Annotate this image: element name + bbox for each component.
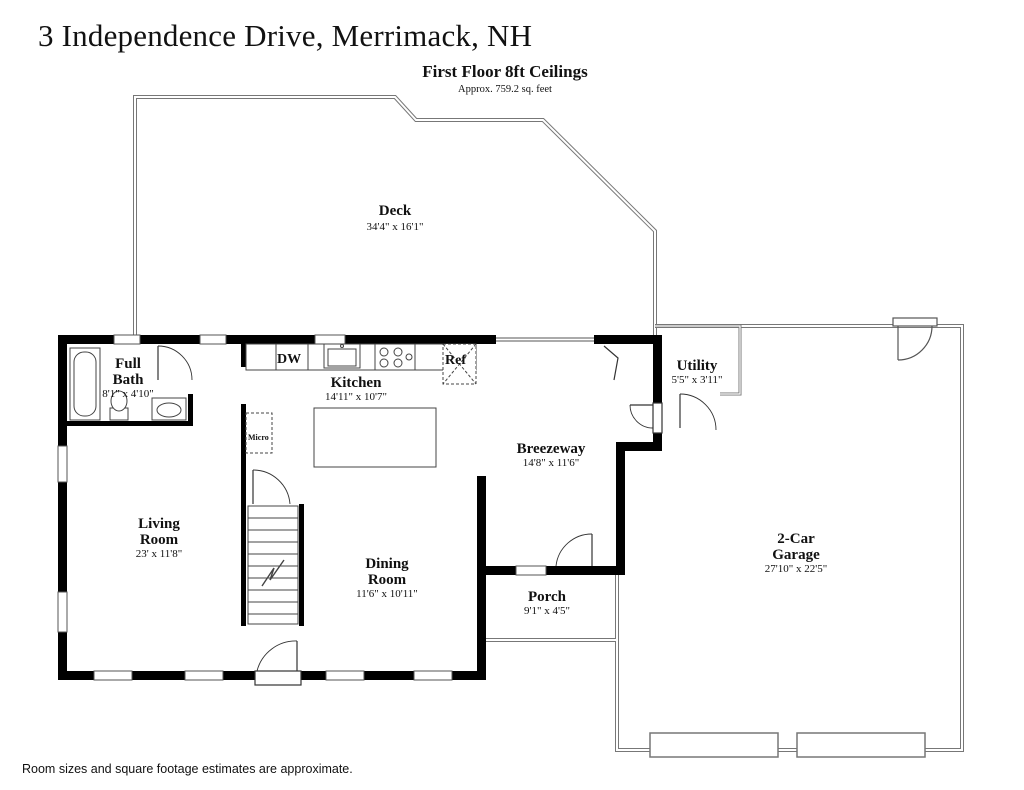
refrigerator-label: Ref [445,353,466,368]
bath-name-line1: Full [115,356,141,372]
kitchen-name: Kitchen [331,375,382,391]
page-title: 3 Independence Drive, Merrimack, NH [38,18,533,53]
garage-name-line1: 2-Car [777,531,815,547]
garage-name-line2: Garage [772,547,820,563]
garage-dims: 27'10" x 22'5" [765,563,827,575]
stove [374,343,416,371]
dining-name-line1: Dining [365,556,409,572]
deck-name: Deck [379,203,412,219]
breezeway-dims: 14'8" x 11'6" [523,457,580,469]
utility-name: Utility [677,358,718,374]
kitchen-dims: 14'11" x 10'7" [325,391,387,403]
kitchen-sink [323,343,361,369]
deck-slider [496,337,594,342]
breezeway-name: Breezeway [517,441,586,457]
dining-dims: 11'6" x 10'11" [356,588,418,600]
floor-area: Approx. 759.2 sq. feet [458,84,552,95]
garage-outline [486,324,964,752]
floor-title: First Floor 8ft Ceilings [422,62,588,81]
porch-name: Porch [528,589,567,605]
microwave [245,412,273,454]
dishwasher-label: DW [277,352,301,367]
doors [157,345,717,686]
living-dims: 23' x 11'8" [136,548,183,560]
refrigerator [442,343,477,385]
staircase [247,505,299,625]
bathtub [69,347,101,421]
utility-dims: 5'5" x 3'11" [671,374,722,386]
bath-sink [151,397,187,421]
deck-dims: 34'4" x 16'1" [367,221,424,233]
living-name-line2: Room [140,532,179,548]
dining-name-line2: Room [368,572,407,588]
disclaimer-note: Room sizes and square footage estimates … [22,762,353,776]
toilet [109,390,129,421]
microwave-label: Micro [248,433,269,442]
porch-dims: 9'1" x 4'5" [524,605,570,617]
kitchen-island [313,407,437,468]
living-name-line1: Living [138,516,180,532]
bath-name-line2: Bath [113,372,145,388]
windows [57,334,547,681]
bath-dims: 8'1" x 4'10" [102,388,153,400]
garage-side-door [892,317,938,361]
garage-door-left [649,732,779,758]
garage-door-right [796,732,926,758]
